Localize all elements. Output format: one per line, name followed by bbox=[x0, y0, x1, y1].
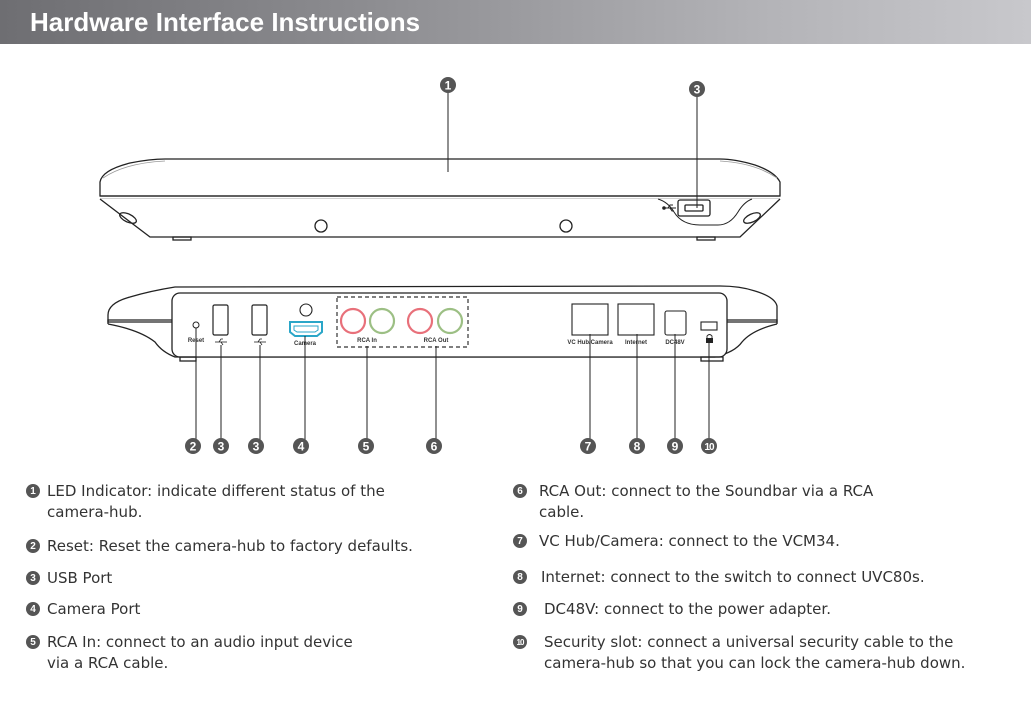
callout-number: 2 bbox=[190, 440, 197, 454]
description-text: USB Port bbox=[47, 569, 113, 587]
description-text: Reset: Reset the camera-hub to factory d… bbox=[47, 537, 413, 555]
number-badge: 6 bbox=[513, 484, 527, 498]
callout-number: 3 bbox=[218, 440, 225, 454]
callout-10: 10 bbox=[701, 438, 717, 454]
description-text: VC Hub/Camera: connect to the VCM34. bbox=[539, 532, 840, 550]
callout-number: 9 bbox=[672, 440, 679, 454]
callout-number: 4 bbox=[298, 440, 305, 454]
rca-in-green-jack bbox=[368, 307, 396, 335]
callout-3-top: 3 bbox=[689, 81, 705, 208]
number-badge: 9 bbox=[513, 602, 527, 616]
callout-number: 7 bbox=[585, 440, 592, 454]
callout-number: 8 bbox=[634, 440, 641, 454]
usb-symbol-icon bbox=[254, 338, 266, 346]
callout-7: 7 bbox=[580, 438, 596, 454]
number-badge: 5 bbox=[26, 635, 40, 649]
description-item-2: 2 Reset: Reset the camera-hub to factory… bbox=[26, 536, 413, 557]
callout-number: 6 bbox=[431, 440, 438, 454]
internet-port: Internet bbox=[617, 303, 655, 346]
rca-out-red-jack bbox=[406, 307, 434, 335]
description-item-3: 3 USB Port bbox=[26, 568, 112, 589]
description-text: RCA Out: connect to the Soundbar via a R… bbox=[539, 482, 874, 521]
number-badge: 7 bbox=[513, 534, 527, 548]
description-text: Security slot: connect a universal secur… bbox=[544, 633, 966, 672]
bottom-callouts: 2 3 3 4 5 6 7 8 9 10 bbox=[185, 438, 717, 454]
description-item-9: 9 DC48V: connect to the power adapter. bbox=[513, 599, 831, 620]
description-text: Internet: connect to the switch to conne… bbox=[541, 568, 925, 586]
number-badge: 4 bbox=[26, 602, 40, 616]
callout-8: 8 bbox=[629, 438, 645, 454]
callout-3a: 3 bbox=[213, 438, 229, 454]
description-text: Camera Port bbox=[47, 600, 141, 618]
description-item-10: 10 Security slot: connect a universal se… bbox=[513, 632, 965, 674]
lock-icon bbox=[706, 334, 713, 343]
number-badge: 10 bbox=[513, 635, 527, 649]
callout-number: 3 bbox=[253, 440, 260, 454]
usb-symbol-icon bbox=[215, 338, 227, 346]
description-item-1: 1 LED Indicator: indicate different stat… bbox=[26, 481, 385, 523]
usb-symbol-icon bbox=[662, 204, 676, 212]
callout-5: 5 bbox=[358, 438, 374, 454]
description-item-4: 4 Camera Port bbox=[26, 599, 140, 620]
callout-9: 9 bbox=[667, 438, 683, 454]
callout-6: 6 bbox=[426, 438, 442, 454]
callout-3b: 3 bbox=[248, 438, 264, 454]
callout-number: 1 bbox=[445, 79, 452, 93]
description-text: DC48V: connect to the power adapter. bbox=[544, 600, 831, 618]
description-list-left: 1 LED Indicator: indicate different stat… bbox=[26, 481, 496, 681]
description-item-6: 6 RCA Out: connect to the Soundbar via a… bbox=[513, 481, 873, 523]
number-badge: 2 bbox=[26, 539, 40, 553]
usb-port-2 bbox=[251, 304, 268, 346]
description-item-8: 8 Internet: connect to the switch to con… bbox=[513, 567, 925, 588]
header-bar: Hardware Interface Instructions bbox=[0, 0, 1031, 44]
callout-2: 2 bbox=[185, 438, 201, 454]
description-item-5: 5 RCA In: connect to an audio input devi… bbox=[26, 632, 353, 674]
number-badge: 3 bbox=[26, 571, 40, 585]
callout-number: 10 bbox=[704, 442, 715, 453]
callout-number: 3 bbox=[694, 83, 701, 97]
front-view-device bbox=[99, 158, 781, 241]
rca-in-label: RCA In bbox=[357, 338, 377, 344]
description-text: LED Indicator: indicate different status… bbox=[47, 482, 385, 521]
callout-4: 4 bbox=[293, 438, 309, 454]
rca-out-green-jack bbox=[436, 307, 464, 335]
internet-label: Internet bbox=[625, 340, 647, 346]
rca-in-red-jack bbox=[339, 307, 367, 335]
callout-number: 5 bbox=[363, 440, 370, 454]
rca-group: RCA In RCA Out bbox=[336, 296, 469, 348]
description-list-right: 6 RCA Out: connect to the Soundbar via a… bbox=[513, 481, 1028, 681]
callout-1-top: 1 bbox=[440, 77, 456, 172]
usb-port-1 bbox=[212, 304, 229, 346]
number-badge: 8 bbox=[513, 570, 527, 584]
rca-out-label: RCA Out bbox=[424, 338, 449, 344]
description-text: RCA In: connect to an audio input device… bbox=[47, 633, 353, 672]
leader-lines bbox=[195, 328, 710, 440]
hardware-diagram: 1 3 Reset Camera bbox=[99, 77, 781, 454]
description-item-7: 7 VC Hub/Camera: connect to the VCM34. bbox=[513, 531, 840, 552]
number-badge: 1 bbox=[26, 484, 40, 498]
security-slot bbox=[700, 321, 718, 343]
page-title: Hardware Interface Instructions bbox=[30, 7, 421, 37]
